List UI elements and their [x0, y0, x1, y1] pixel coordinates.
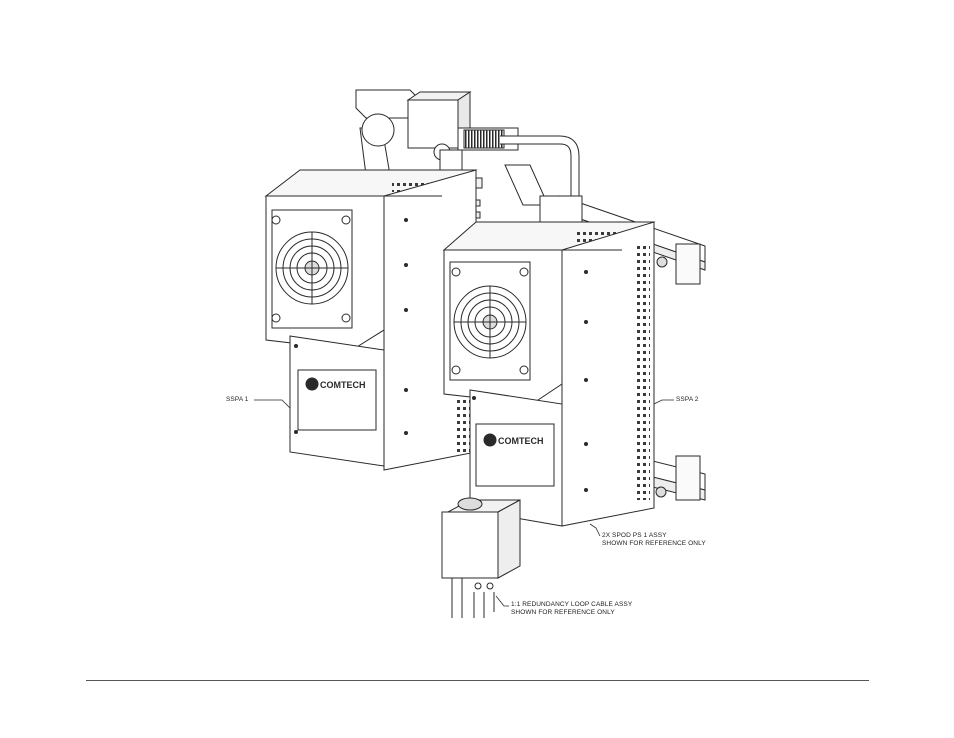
callout-ssps-2: SSPA 2 [676, 396, 699, 404]
rail-bolt-upper [656, 256, 668, 268]
callout-spod-line2: SHOWN FOR REFERENCE ONLY [602, 540, 706, 547]
callout-spod-line1: 2X SPOD PS 1 ASSY [602, 532, 667, 539]
sspa-2-logo-plate [475, 423, 555, 487]
sspa-2-logo-text: COMTECH [498, 436, 544, 446]
loop-cable-assembly [441, 497, 521, 618]
footer-divider [86, 680, 869, 681]
leader-lines [254, 399, 674, 607]
callout-ssps-1-text: SSPA 1 [226, 396, 249, 403]
callout-ssps-2-text: SSPA 2 [676, 396, 699, 403]
callout-ssps-1: SSPA 1 [226, 396, 249, 404]
callout-loop-cable: 1:1 REDUNDANCY LOOP CABLE ASSY SHOWN FOR… [511, 601, 632, 617]
callout-spod-ps: 2X SPOD PS 1 ASSY SHOWN FOR REFERENCE ON… [602, 532, 706, 548]
callout-loop-line1: 1:1 REDUNDANCY LOOP CABLE ASSY [511, 601, 633, 608]
sspa-2-fan [449, 261, 531, 381]
sspa-1-fan [271, 209, 353, 329]
sspa-2-unit: COMTECH [442, 221, 656, 527]
rail-bolt-lower [655, 486, 667, 498]
flange-round [361, 113, 395, 147]
sspa-1-logo-text: COMTECH [320, 380, 366, 390]
callout-loop-line2: SHOWN FOR REFERENCE ONLY [511, 609, 615, 616]
